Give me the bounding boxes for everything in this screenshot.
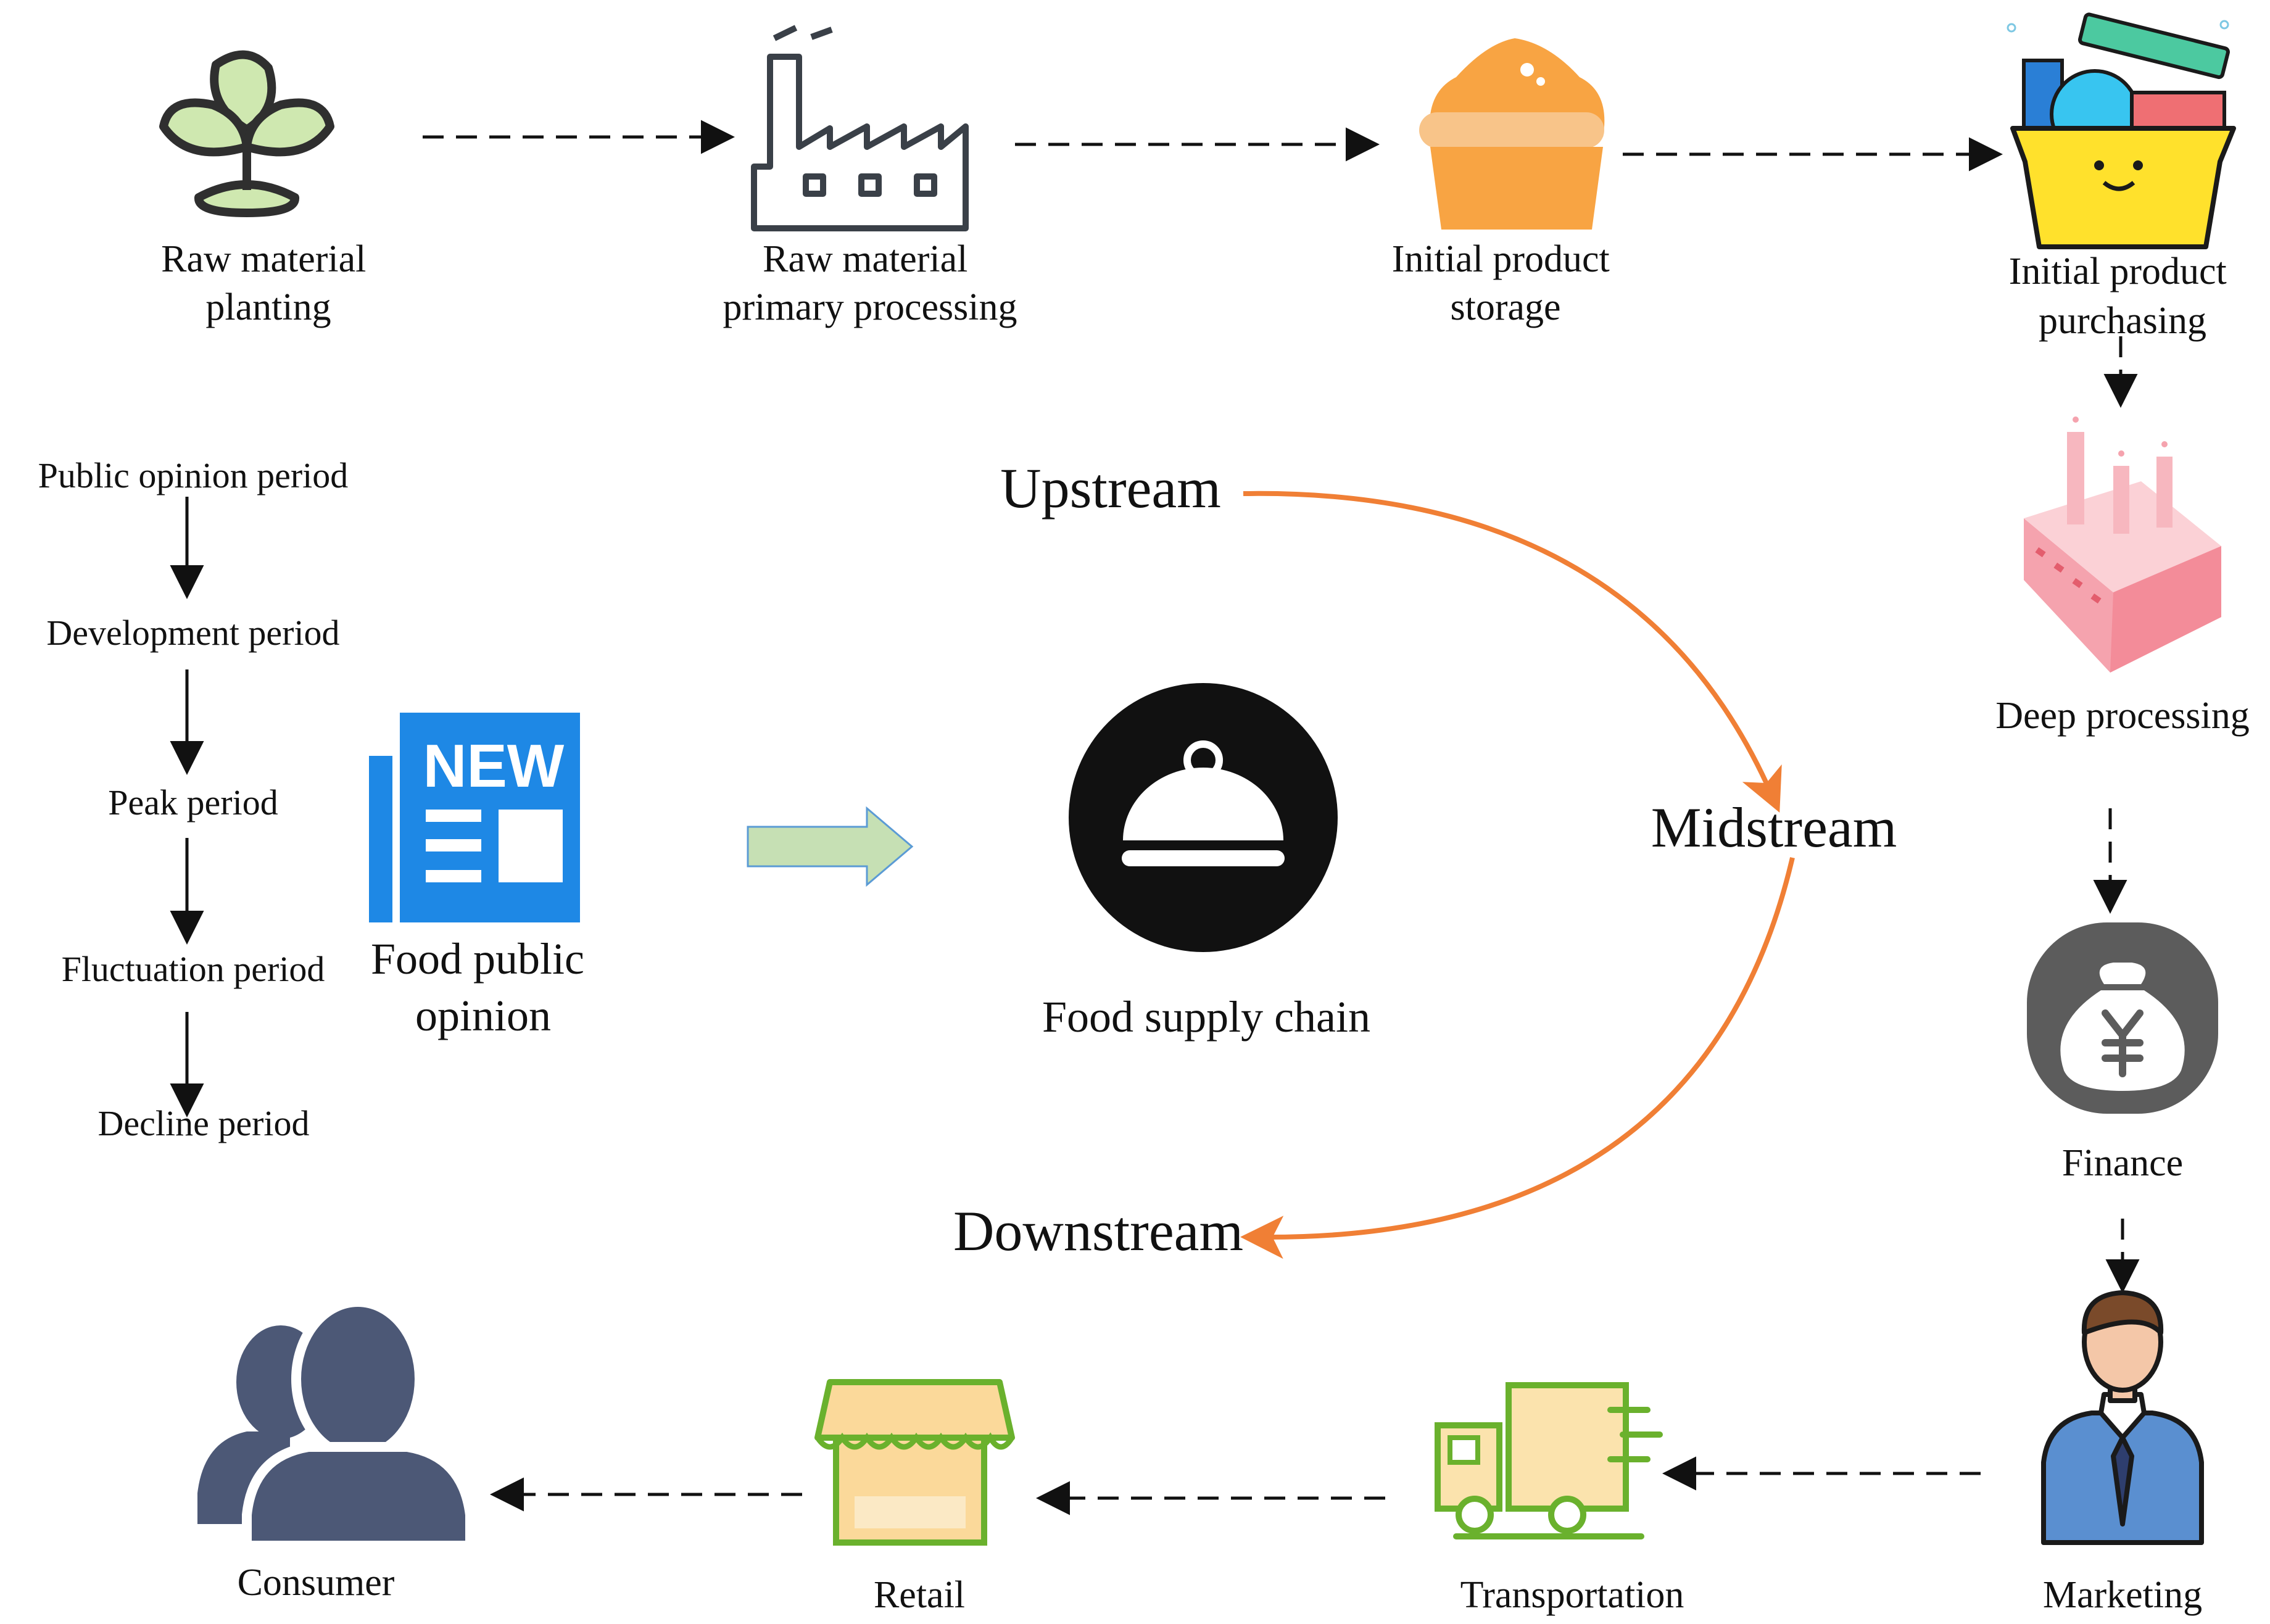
midstream-label: Midstream [1651, 796, 1897, 859]
stage-purchasing-label: Initial product purchasing [2009, 251, 2236, 342]
grain-sack-icon [1419, 38, 1605, 230]
stage-retail-label: Retail [874, 1574, 965, 1616]
factory-icon [751, 25, 969, 231]
food-cloche-icon [1069, 683, 1338, 952]
period-fluctuation: Fluctuation period [62, 949, 325, 989]
stream-arc [1240, 491, 1795, 1259]
stage-storage-label: Initial product storage [1392, 238, 1619, 328]
stage-marketing-label: Marketing [2043, 1574, 2202, 1616]
flow-connectors [423, 120, 2140, 1515]
period-peak: Peak period [108, 782, 278, 822]
right-arrow-icon [747, 806, 914, 887]
stage-consumer-label: Consumer [238, 1562, 395, 1604]
period-development: Development period [46, 613, 339, 653]
money-bag-yen-icon [2027, 922, 2218, 1114]
stage-finance-label: Finance [2062, 1142, 2183, 1184]
food-public-opinion-label: Food public opinion [371, 934, 595, 1040]
downstream-label: Downstream [953, 1199, 1243, 1262]
news-badge: NEW [423, 732, 565, 800]
stage-transportation-label: Transportation [1460, 1574, 1684, 1616]
stage-primary-processing-label: Raw material primary processing [723, 238, 1017, 328]
industrial-plant-icon [2024, 416, 2221, 673]
food-supply-chain-label: Food supply chain [1042, 992, 1370, 1042]
period-decline: Decline period [97, 1103, 309, 1143]
shopping-basket-icon [2007, 12, 2236, 249]
shop-storefront-icon [814, 1379, 1015, 1546]
stage-deep-processing-label: Deep processing [1995, 695, 2249, 737]
arc-midstream-to-downstream [1240, 857, 1795, 1259]
newspaper-icon: NEW [369, 713, 580, 922]
upstream-label: Upstream [1000, 457, 1221, 520]
stage-planting-label: Raw material planting [161, 238, 376, 328]
users-icon [197, 1297, 475, 1551]
businessman-icon [2041, 1290, 2204, 1545]
arc-upstream-to-midstream [1243, 491, 1782, 813]
period-public-opinion: Public opinion period [38, 455, 349, 495]
delivery-truck-icon [1435, 1382, 1663, 1539]
sprout-icon [159, 50, 334, 217]
